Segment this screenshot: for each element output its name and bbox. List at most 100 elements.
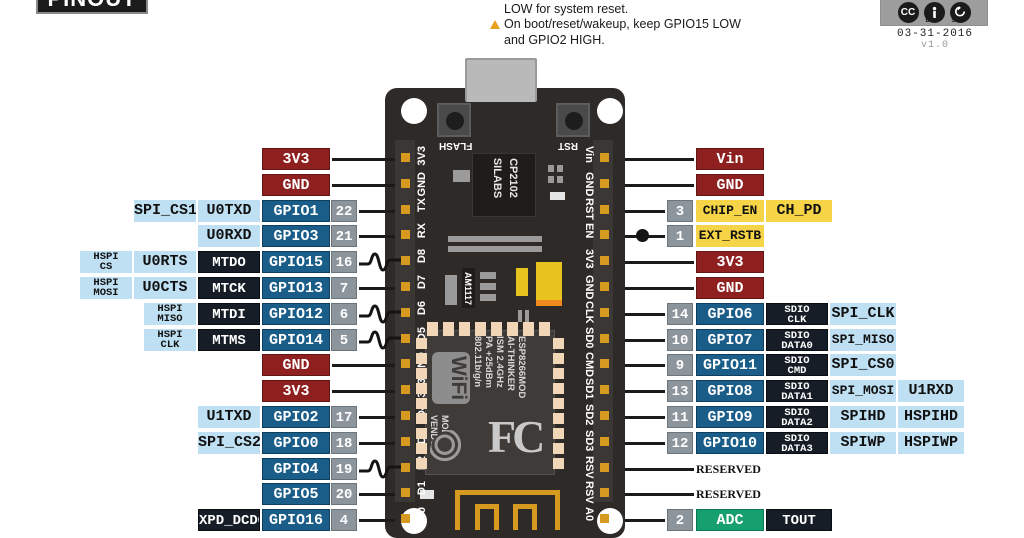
module-pad bbox=[459, 322, 470, 336]
header-pad[interactable] bbox=[600, 411, 609, 420]
header-pad[interactable] bbox=[401, 385, 410, 395]
pwm-wave-icon bbox=[359, 304, 401, 324]
usb-connector-icon bbox=[465, 58, 537, 102]
board-pin-label: Vin bbox=[583, 146, 595, 163]
revision-version: v1.0 bbox=[920, 40, 949, 51]
power-pin-label: GND bbox=[696, 277, 764, 299]
reset-button[interactable] bbox=[556, 103, 590, 137]
connector-line bbox=[625, 158, 694, 161]
capacitor bbox=[536, 300, 562, 306]
cc-by-icon bbox=[923, 1, 945, 23]
pin-number-badge: 14 bbox=[667, 302, 693, 325]
alt-function-label: SPI_CLK bbox=[830, 302, 896, 325]
creative-commons-badge: CC BY SA bbox=[880, 0, 988, 26]
module-pad bbox=[416, 353, 427, 364]
gpio-pin-label: EXT_RSTB bbox=[696, 225, 764, 248]
footnotes: EXT_RSTB. On wakeup, GPIO16 will outputL… bbox=[490, 0, 790, 48]
adc-pin-label: ADC bbox=[696, 509, 764, 532]
header-pad[interactable] bbox=[600, 256, 609, 266]
board-pin-label: D7 bbox=[416, 275, 428, 290]
module-pad bbox=[416, 413, 427, 424]
header-pad[interactable] bbox=[401, 230, 410, 240]
board-pin-label: SD1 bbox=[583, 378, 595, 400]
espressif-logo bbox=[430, 430, 472, 472]
pin-number-badge: 7 bbox=[331, 277, 357, 299]
module-pad bbox=[553, 338, 564, 349]
header-pad[interactable] bbox=[401, 204, 410, 214]
header-pad[interactable] bbox=[401, 488, 410, 498]
header-pad[interactable] bbox=[401, 436, 410, 446]
header-pad[interactable] bbox=[401, 282, 410, 291]
alt-function-label: U0TXD bbox=[198, 199, 260, 222]
header-pad[interactable] bbox=[600, 230, 609, 240]
header-pad[interactable] bbox=[600, 178, 609, 188]
footnote-text: On boot/reset/wakeup, keep GPIO15 LOW bbox=[504, 17, 741, 31]
power-pin-label: GND bbox=[262, 173, 330, 196]
header-pad[interactable] bbox=[401, 178, 410, 188]
pin-header-strip bbox=[593, 140, 613, 502]
alt-function-label: U1RXD bbox=[898, 380, 964, 403]
header-pad[interactable] bbox=[600, 462, 609, 472]
connector-line bbox=[625, 416, 665, 419]
regulator-label: AM1117 bbox=[463, 272, 473, 306]
header-pad[interactable] bbox=[600, 436, 609, 446]
pwm-wave-icon bbox=[359, 459, 401, 479]
alt-function-label: TOUT bbox=[766, 509, 832, 532]
header-pad[interactable] bbox=[600, 153, 609, 162]
header-pad[interactable] bbox=[600, 204, 609, 214]
power-pin-label: 3V3 bbox=[262, 380, 330, 403]
alt-function-label: SPI_CS0 bbox=[830, 354, 896, 377]
alt-function-label: U0CTS bbox=[134, 277, 196, 299]
header-pad[interactable] bbox=[401, 514, 410, 524]
header-pad[interactable] bbox=[401, 359, 410, 369]
board-pin-label: RSV bbox=[583, 481, 595, 505]
smd-part bbox=[548, 176, 554, 183]
header-pad[interactable] bbox=[401, 411, 410, 420]
license-block: CC BY SA 03-31-2016 v1.0 bbox=[880, 0, 990, 51]
header-pad[interactable] bbox=[401, 462, 410, 472]
header-pad[interactable] bbox=[600, 333, 609, 343]
flash-button[interactable] bbox=[437, 103, 471, 137]
gpio-pin-label: GPIO1 bbox=[262, 199, 330, 222]
module-pad bbox=[553, 383, 564, 394]
connector-line bbox=[359, 209, 395, 213]
fcc-mark: FC bbox=[488, 411, 545, 462]
board-pin-label: SD3 bbox=[583, 429, 595, 452]
usb-chip-part: CP2102 bbox=[507, 158, 519, 198]
pin-number-badge: 4 bbox=[331, 509, 357, 532]
usb-chip-brand: SILABS bbox=[491, 157, 503, 199]
header-pad[interactable] bbox=[600, 488, 609, 498]
alt-function-label: CH_PD bbox=[766, 199, 832, 222]
board-pin-label: D0 bbox=[416, 507, 428, 522]
header-pad[interactable] bbox=[600, 359, 609, 369]
board-pin-label: D8 bbox=[416, 249, 428, 264]
header-pad[interactable] bbox=[600, 282, 609, 291]
alt-function-label: U1TXD bbox=[198, 406, 260, 428]
module-pad bbox=[416, 458, 427, 469]
gpio-pin-label: GPIO10 bbox=[696, 431, 764, 454]
gpio-pin-label: GPIO6 bbox=[696, 302, 764, 325]
connector-line bbox=[332, 183, 395, 187]
header-pad[interactable] bbox=[600, 514, 609, 524]
module-pad bbox=[553, 368, 564, 379]
header-pad[interactable] bbox=[600, 307, 609, 317]
power-pin-label: Vin bbox=[696, 148, 764, 170]
board-pin-label: D6 bbox=[416, 300, 428, 315]
header-pad[interactable] bbox=[401, 256, 410, 266]
header-pad[interactable] bbox=[600, 385, 609, 395]
pin-number-badge: 18 bbox=[331, 431, 357, 454]
header-pad[interactable] bbox=[401, 333, 410, 343]
header-pad[interactable] bbox=[401, 307, 410, 317]
module-pad bbox=[416, 398, 427, 409]
module-pad bbox=[416, 428, 427, 439]
footnote-text: and GPIO2 HIGH. bbox=[504, 32, 605, 47]
capacitor bbox=[516, 268, 528, 296]
module-pad bbox=[443, 322, 454, 336]
smd-part bbox=[420, 490, 434, 499]
header-pad[interactable] bbox=[401, 153, 410, 162]
smd-part bbox=[518, 310, 522, 322]
revision-date: 03-31-2016 bbox=[896, 28, 973, 40]
